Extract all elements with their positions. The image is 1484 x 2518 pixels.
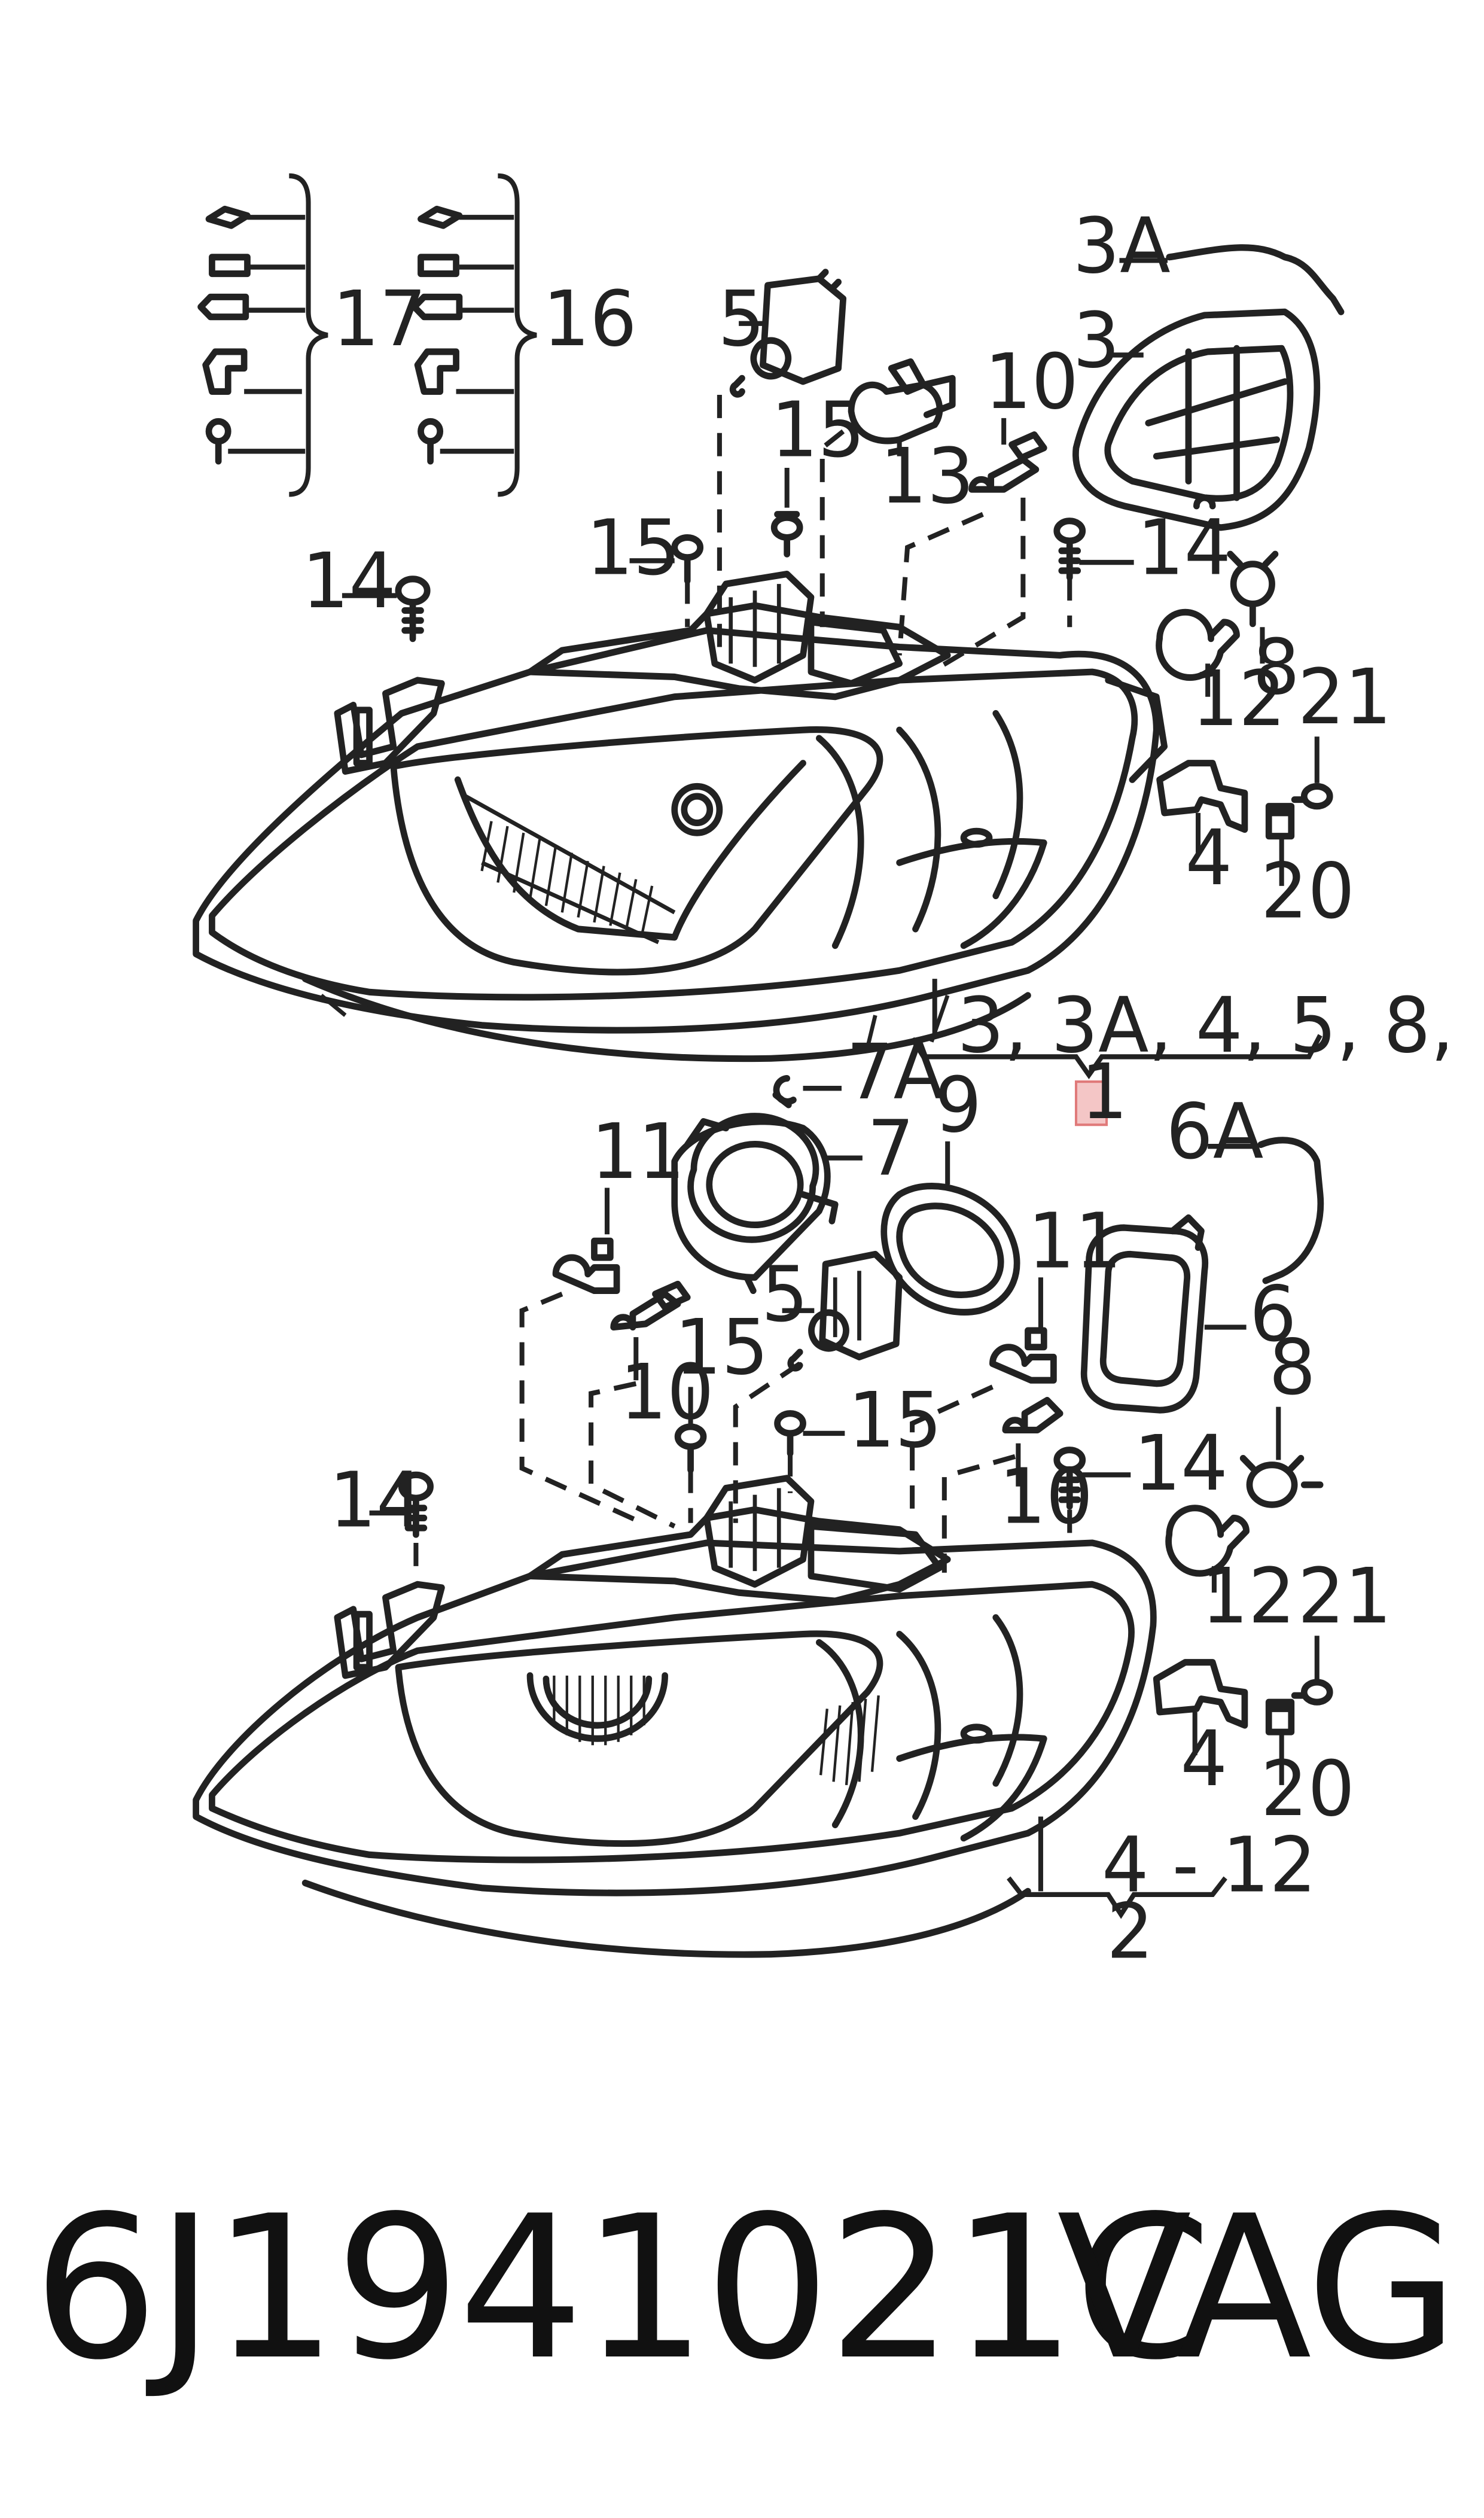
screw-15-top-b xyxy=(671,534,704,584)
callout-7: 7 xyxy=(867,1103,915,1192)
servomotor-5-bottom xyxy=(787,1250,903,1372)
callout-3A: 3A xyxy=(1073,201,1171,290)
projector-housing-7 xyxy=(671,1113,839,1295)
callout-6A: 6A xyxy=(1166,1087,1263,1176)
bulb-13 xyxy=(848,358,956,444)
callout-3: 3 xyxy=(1073,296,1120,385)
reflector-housing-3 xyxy=(1072,308,1321,531)
gasket-6 xyxy=(1080,1214,1209,1414)
callout-6: 6 xyxy=(1250,1269,1297,1359)
callout-10-top: 10 xyxy=(985,337,1078,426)
bulb-holder-8-bottom xyxy=(1239,1455,1324,1508)
clip-20-top xyxy=(1265,803,1295,840)
callout-8-bot: 8 xyxy=(1269,1323,1316,1412)
callout-15-bot-b: 15 xyxy=(848,1375,942,1464)
callout-15-top-b: 15 xyxy=(586,503,680,592)
screw-14-top-right xyxy=(1053,517,1086,581)
bulb-12-top xyxy=(1156,608,1240,681)
servomotor-5-top xyxy=(729,269,847,398)
screw-14-bottom-left xyxy=(398,1471,434,1538)
callout-15-top-a: 15 xyxy=(771,385,865,474)
screw-15-bottom-b xyxy=(774,1410,806,1457)
group-bot-list: 4 - 12 xyxy=(1102,1820,1317,1909)
callout-21-top: 21 xyxy=(1298,652,1392,741)
caption: 6J1941021C VAG xyxy=(33,2173,1459,2465)
bulb-10-bottom-left xyxy=(610,1280,691,1331)
callout-20-bot: 20 xyxy=(1261,1744,1355,1833)
clip-20-bottom xyxy=(1265,1698,1295,1735)
callout-5-bottom: 5 xyxy=(761,1250,809,1339)
brand-name: VAG xyxy=(1056,2173,1459,2403)
callout-16: 16 xyxy=(543,274,637,363)
bulb-holder-8-top xyxy=(1227,550,1279,628)
cover-cap-9 xyxy=(880,1183,1020,1316)
callout-7A: 7A xyxy=(846,1027,944,1116)
clip-set-16 xyxy=(411,173,537,497)
retaining-clip-7A xyxy=(772,1074,797,1109)
callout-14-bot-right: 14 xyxy=(1134,1418,1228,1508)
callout-14-top-left: 14 xyxy=(302,536,396,625)
screw-15-top-a xyxy=(770,511,803,558)
callout-17: 17 xyxy=(333,274,426,363)
callout-5-top: 5 xyxy=(718,274,765,363)
group-top-ref: 1 xyxy=(1081,1047,1128,1136)
bulb-11-left xyxy=(552,1237,620,1295)
callout-11-left: 11 xyxy=(591,1107,685,1196)
headlight-assembly-bottom xyxy=(193,1475,1157,1958)
group-bot-ref: 2 xyxy=(1107,1886,1154,1974)
exploded-parts-diagram: 17 16 xyxy=(193,173,1484,1974)
bracket-4-bottom xyxy=(1153,1659,1248,1729)
callout-12-bot: 12 xyxy=(1201,1551,1295,1640)
screw-14-top-left xyxy=(395,576,431,643)
bulb-11-right xyxy=(989,1327,1057,1384)
screw-14-bottom-right xyxy=(1053,1447,1086,1510)
screw-21-bottom xyxy=(1291,1679,1333,1706)
screw-15-bottom-a xyxy=(674,1423,707,1473)
group-top-list: 3, 3A, 4, 5, 8, 10, 12, 13 xyxy=(957,981,1484,1070)
callout-11-right: 11 xyxy=(1028,1196,1122,1286)
bulb-10-top xyxy=(968,431,1047,493)
retaining-wire-3A xyxy=(1166,244,1345,315)
bracket-4-top xyxy=(1156,760,1248,833)
group-top-ref-highlight xyxy=(1074,1080,1108,1126)
clip-set-17 xyxy=(197,173,328,497)
callout-4-bot: 4 xyxy=(1181,1714,1228,1803)
callout-15-bot-a: 15 xyxy=(675,1302,769,1392)
callout-20-top: 20 xyxy=(1261,847,1355,936)
retaining-wire-6A xyxy=(1257,1137,1324,1284)
part-number: 6J1941021C xyxy=(33,2173,1212,2403)
callout-14-bot-left: 14 xyxy=(329,1455,423,1544)
bulb-10-bottom-right xyxy=(1002,1396,1064,1433)
bulb-12-bottom xyxy=(1165,1505,1250,1577)
screw-21-top xyxy=(1291,783,1333,810)
callout-13: 13 xyxy=(880,431,974,520)
callout-21-bot: 21 xyxy=(1298,1551,1392,1640)
callout-4-top: 4 xyxy=(1186,813,1233,902)
callout-9: 9 xyxy=(935,1060,982,1149)
